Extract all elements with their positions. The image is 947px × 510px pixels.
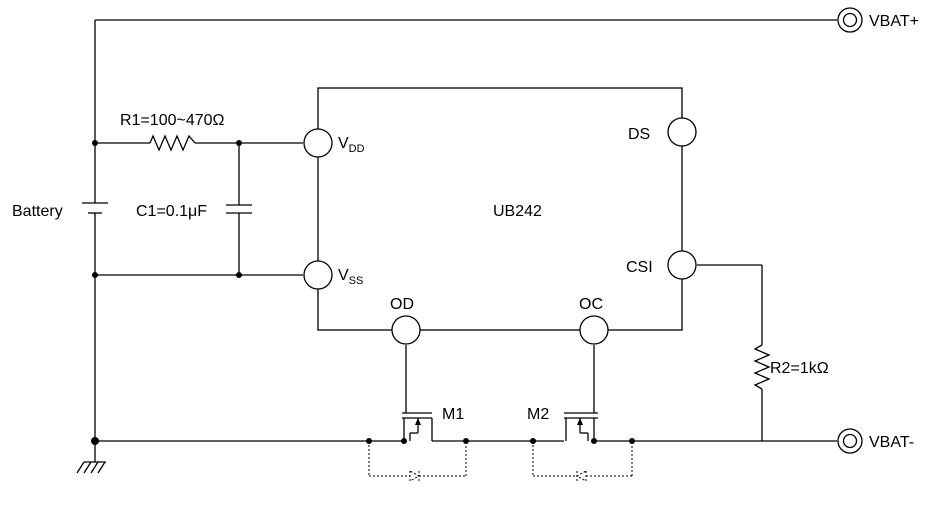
csi-pin (667, 250, 697, 280)
ic-body (317, 87, 683, 331)
vbat-plus-terminal (837, 7, 863, 33)
vdd-label: VDD (338, 135, 365, 155)
r1-resistor (95, 134, 303, 152)
m1-mosfet (402, 412, 433, 441)
vss-pin (303, 260, 333, 290)
m1-label: M1 (442, 406, 464, 423)
vbat-minus-label: VBAT- (869, 434, 914, 451)
vbat-plus-label: VBAT+ (869, 13, 919, 30)
ds-pin (667, 117, 697, 147)
vss-label: VSS (338, 267, 363, 287)
r1-label: R1=100~470Ω (120, 112, 225, 129)
m2-label: M2 (527, 406, 549, 423)
csi-label: CSI (626, 259, 653, 276)
gate-wires (405, 345, 595, 413)
m2-body-diode (532, 441, 633, 482)
c1-capacitor (226, 143, 252, 275)
r2-resistor (697, 264, 771, 441)
od-pin (391, 315, 421, 345)
junction-dots (91, 140, 635, 445)
battery-label: Battery (12, 203, 63, 220)
m2-mosfet (564, 412, 598, 441)
c1-label: C1=0.1μF (136, 203, 207, 220)
chip-name-label: UB242 (493, 203, 542, 220)
vdd-pin (303, 128, 333, 158)
m1-body-diode (368, 441, 467, 482)
od-label: OD (390, 296, 414, 313)
battery-symbol (82, 202, 108, 214)
r2-label: R2=1kΩ (770, 360, 829, 377)
oc-label: OC (579, 296, 603, 313)
oc-pin (579, 315, 609, 345)
vbat-minus-terminal (837, 428, 863, 454)
ground-symbol (76, 461, 106, 474)
ds-label: DS (628, 126, 650, 143)
